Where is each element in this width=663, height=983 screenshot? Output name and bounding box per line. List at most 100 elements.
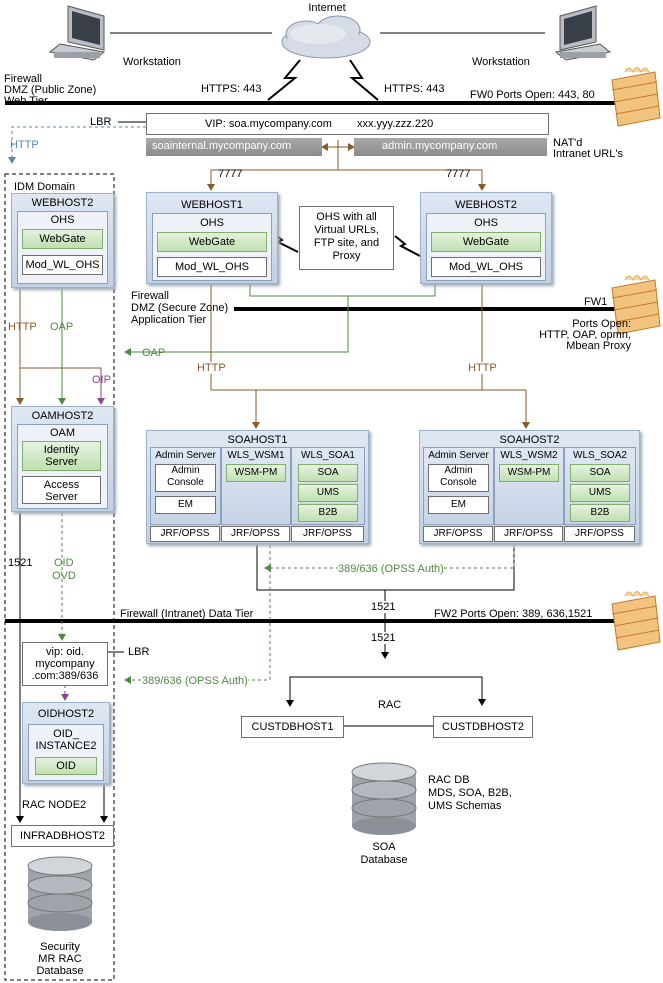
- webhost1-ohs-box: OHS WebGate Mod_WL_OHS: [152, 213, 272, 281]
- webhost1-ohs-label: OHS: [200, 217, 224, 229]
- soahost1-admin-server-label: Admin Server: [155, 450, 216, 461]
- oamhost2-title: OAMHOST2: [31, 410, 94, 422]
- soahost2-admin-console: Admin Console: [428, 464, 489, 492]
- workstation-right-icon: [554, 5, 612, 61]
- vip-oid-box: vip: oid. mycompany .com:389/636: [22, 642, 108, 686]
- soahost1-wls-soa-label: WLS_SOA1: [301, 450, 355, 461]
- idm-oip-line: [20, 367, 105, 405]
- opss-auth-2-label: 389/636 (OPSS Auth): [142, 675, 248, 687]
- http-blue-arrow: [8, 126, 146, 164]
- security-db-line2: MR RAC: [38, 953, 82, 965]
- oid-instance-line2: INSTANCE2: [35, 740, 97, 752]
- rac-label: RAC: [378, 699, 402, 711]
- access-server-line1: Access: [43, 479, 80, 491]
- idm-webhost2-title: WEBHOST2: [31, 197, 94, 209]
- firewall-app-line1: Firewall: [131, 290, 169, 302]
- idm-ohs-label: OHS: [50, 214, 75, 226]
- port-7777-right: 7777: [446, 168, 471, 180]
- soahost1-title: SOAHOST1: [227, 434, 288, 446]
- oid-instance-box: OID_ INSTANCE2 OID: [28, 724, 104, 781]
- opss-auth-1-label: 389/636 (OPSS Auth): [338, 563, 444, 575]
- soa-database-icon: [351, 762, 417, 835]
- soahost1-wls-wsm: WLS_WSM1 WSM-PM: [221, 447, 291, 525]
- idm-http-label: HTTP: [8, 321, 37, 333]
- webhost1-title: WEBHOST1: [181, 199, 243, 211]
- oid-ovd-line1: OID: [54, 557, 74, 569]
- oidhost2-title: OIDHOST2: [37, 708, 95, 720]
- internet-label: Internet: [308, 2, 346, 14]
- fw1-label: FW1: [584, 296, 608, 308]
- soahost1-jrf-3: JRF/OPSS: [291, 526, 364, 542]
- idm-oap-label: OAP: [50, 321, 74, 333]
- oap-arrow-line: [124, 296, 349, 356]
- rac-db-line1: RAC DB: [428, 774, 470, 786]
- oam-label: OAM: [49, 427, 76, 439]
- vip-oid-line3: .com:389/636: [31, 670, 99, 682]
- rac-db-line3: UMS Schemas: [428, 800, 502, 812]
- https-right-label: HTTPS: 443: [384, 83, 445, 95]
- soahost1-wls-wsm-label: WLS_WSM1: [227, 450, 285, 461]
- oidhost2-box: OIDHOST2 OID_ INSTANCE2 OID: [22, 702, 110, 784]
- firewall-data-label: Firewall (Intranet) Data Tier: [120, 608, 254, 620]
- soahost2-ums: UMS: [570, 484, 630, 502]
- soahost2-em: EM: [428, 496, 489, 514]
- to-soahost1: [252, 389, 340, 429]
- fw1-ports-line1: Ports Open:: [572, 318, 631, 330]
- soahost2-wls-wsm-label: WLS_WSM2: [500, 450, 558, 461]
- soainternal-url: soainternal.mycompany.com: [152, 140, 292, 152]
- webhost1-box: WEBHOST1 OHS WebGate Mod_WL_OHS: [146, 192, 278, 284]
- infradbhost2-box: INFRADBHOST2: [11, 825, 114, 847]
- webhost2-ohs-box: OHS WebGate Mod_WL_OHS: [426, 213, 546, 281]
- to-webhost2: [338, 169, 486, 191]
- oip-label: OIP: [92, 374, 111, 386]
- idm-webhost2-box: WEBHOST2 OHS WebGate Mod_WL_OHS: [11, 193, 114, 288]
- workstation-left-icon: [48, 5, 106, 61]
- oid-ovd-line2: OVD: [52, 570, 76, 582]
- natd-line2: Intranet URL's: [553, 148, 623, 160]
- webhost1-mod-wl-ohs: Mod_WL_OHS: [157, 257, 267, 277]
- firewall-fw2-icon: [611, 591, 661, 651]
- soahost1-soa: SOA: [298, 464, 358, 482]
- rac-node2-label: RAC NODE2: [22, 799, 87, 811]
- oap-webhost1: [249, 283, 436, 297]
- soahost1-wls-soa: WLS_SOA1 SOA UMS B2B: [291, 447, 365, 525]
- lbr-oid-label: LBR: [128, 646, 150, 658]
- soahost1-box: SOAHOST1 Admin Server Admin Console EM W…: [146, 430, 369, 544]
- soahost2-jrf-2: JRF/OPSS: [494, 526, 563, 542]
- identity-server-line2: Server: [45, 456, 78, 468]
- admin-url-box: admin.mycompany.com: [354, 138, 547, 156]
- soahost1-jrf-2: JRF/OPSS: [221, 526, 290, 542]
- soahost1-admin-console-line2: Console: [167, 477, 204, 488]
- soahost2-jrf-3: JRF/OPSS: [564, 526, 635, 542]
- idm-domain-box: [4, 173, 115, 981]
- vip-lbr-box: VIP: soa.mycompany.com xxx.yyy.zzz.220: [146, 113, 549, 135]
- idm-ohs-box: OHS WebGate Mod_WL_OHS: [17, 211, 108, 284]
- lightning-right: [349, 59, 379, 101]
- vip-oid-line1: vip: oid.: [46, 646, 84, 658]
- access-server-line2: Server: [45, 491, 78, 503]
- port-1521-left: 1521: [8, 557, 33, 569]
- soahost1-admin-console: Admin Console: [155, 464, 216, 492]
- access-server: Access Server: [22, 476, 101, 504]
- soahost2-wls-soa-label: WLS_SOA2: [573, 450, 627, 461]
- firewall-fw1-icon: [611, 275, 661, 335]
- identity-server-line1: Identity: [43, 444, 80, 456]
- workstation-right-label: Workstation: [472, 56, 530, 68]
- soainternal-url-box: soainternal.mycompany.com: [146, 138, 322, 156]
- firewall-app-line2: DMZ (Secure Zone): [131, 302, 229, 314]
- vip-oid-line2: mycompany: [35, 658, 95, 670]
- ohs-note-line2: Virtual URLs,: [314, 224, 379, 236]
- ohs-note-box: OHS with all Virtual URLs, FTP site, and…: [299, 206, 394, 270]
- firewall-web-line3: Web Tier: [4, 95, 48, 107]
- oid-component: OID: [35, 757, 97, 775]
- soa-db-line2: Database: [360, 854, 408, 866]
- to-soahost2: [340, 389, 530, 429]
- webhost2-box: WEBHOST2 OHS WebGate Mod_WL_OHS: [420, 192, 552, 284]
- firewall-app-line3: Application Tier: [131, 314, 207, 326]
- http-mid-right-label: HTTP: [468, 362, 497, 374]
- fw0-label: FW0 Ports Open: 443, 80: [470, 89, 595, 101]
- soahost2-admin-console-line1: Admin: [444, 465, 473, 476]
- webhost2-webgate: WebGate: [431, 232, 541, 252]
